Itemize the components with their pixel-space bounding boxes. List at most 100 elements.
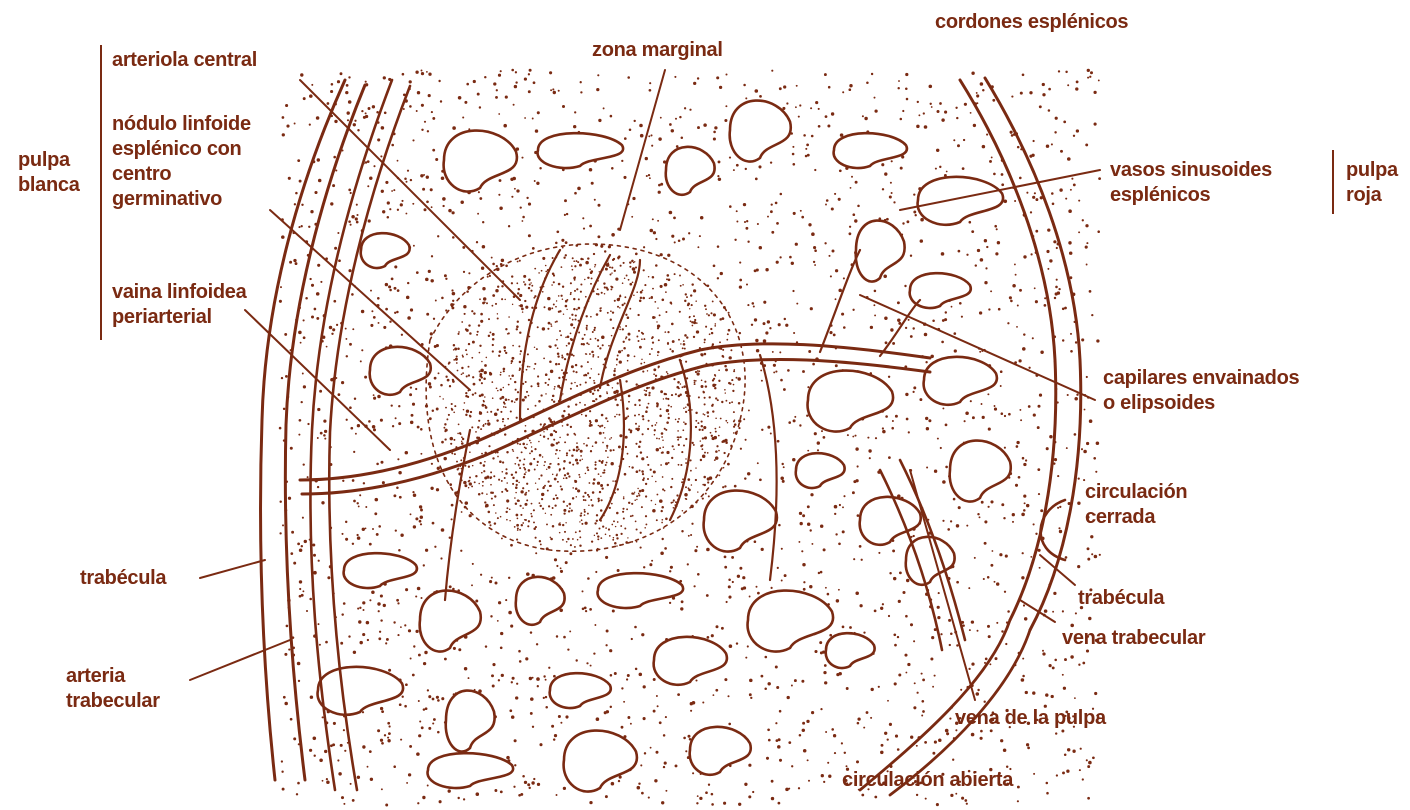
stipple-dot	[754, 318, 757, 321]
nodule-stipple-dot	[635, 521, 637, 523]
stipple-dot	[650, 747, 652, 749]
nodule-stipple-dot	[519, 353, 521, 355]
nodule-stipple-dot	[625, 325, 627, 327]
nodule-stipple-dot	[610, 310, 612, 312]
stipple-dot	[524, 78, 527, 81]
nodule-stipple-dot	[517, 321, 519, 323]
nodule-stipple-dot	[581, 414, 583, 416]
stipple-dot	[819, 641, 822, 644]
nodule-stipple-dot	[594, 264, 596, 266]
stipple-dot	[585, 261, 589, 265]
arteriole-branch	[600, 260, 640, 388]
stipple-dot	[560, 722, 562, 724]
stipple-dot	[708, 784, 710, 786]
stipple-dot	[827, 125, 830, 128]
stipple-dot	[385, 642, 387, 644]
nodule-stipple-dot	[715, 431, 717, 433]
stipple-dot	[337, 759, 339, 761]
stipple-dot	[1001, 412, 1004, 415]
stipple-dot	[717, 277, 719, 279]
stipple-dot	[938, 592, 940, 594]
stipple-dot	[839, 169, 842, 172]
stipple-dot	[322, 780, 324, 782]
stipple-dot	[530, 697, 534, 701]
stipple-dot	[956, 581, 959, 584]
nodule-stipple-dot	[701, 429, 703, 431]
stipple-dot	[558, 715, 561, 718]
nodule-stipple-dot	[570, 544, 572, 546]
stipple-dot	[800, 210, 802, 212]
lymphoid-nodule-outline	[426, 244, 745, 551]
nodule-stipple-dot	[453, 349, 454, 350]
stipple-dot	[291, 531, 294, 534]
nodule-stipple-dot	[502, 418, 504, 420]
stipple-dot	[1058, 527, 1060, 529]
nodule-stipple-dot	[584, 404, 586, 406]
stipple-dot	[381, 788, 383, 790]
stipple-dot	[842, 530, 845, 533]
stipple-dot	[421, 104, 424, 107]
nodule-stipple-dot	[603, 364, 605, 366]
stipple-dot	[1071, 178, 1073, 180]
stipple-dot	[811, 232, 815, 236]
nodule-stipple-dot	[566, 345, 568, 347]
stipple-dot	[867, 437, 869, 439]
stipple-dot	[855, 591, 859, 595]
nodule-stipple-dot	[533, 509, 535, 511]
nodule-stipple-dot	[623, 498, 625, 500]
nodule-stipple-dot	[515, 389, 517, 391]
stipple-dot	[778, 802, 781, 805]
leader-line	[190, 640, 290, 680]
stipple-dot	[465, 501, 468, 504]
sinusoid	[654, 637, 727, 685]
stipple-dot	[836, 599, 839, 602]
stipple-dot	[765, 268, 768, 271]
stipple-dot	[574, 111, 576, 113]
stipple-dot	[1016, 441, 1019, 444]
stipple-dot	[633, 271, 636, 274]
stipple-dot	[683, 737, 686, 740]
sinusoid	[370, 347, 431, 395]
stipple-dot	[528, 234, 531, 237]
stipple-dot	[1019, 359, 1022, 362]
nodule-stipple-dot	[610, 288, 612, 290]
stipple-dot	[767, 426, 770, 429]
nodule-stipple-dot	[577, 261, 579, 263]
stipple-dot	[358, 620, 361, 623]
nodule-stipple-dot	[702, 498, 704, 500]
stipple-dot	[423, 174, 425, 176]
nodule-stipple-dot	[726, 339, 728, 341]
stipple-dot	[495, 582, 498, 585]
nodule-stipple-dot	[691, 321, 693, 323]
nodule-stipple-dot	[529, 440, 531, 442]
stipple-dot	[820, 571, 823, 574]
nodule-stipple-dot	[594, 389, 596, 391]
stipple-dot	[452, 126, 456, 130]
stipple-dot	[415, 630, 418, 633]
nodule-stipple-dot	[566, 353, 569, 356]
stipple-dot	[565, 561, 568, 564]
nodule-stipple-dot	[725, 420, 727, 422]
nodule-stipple-dot	[629, 261, 631, 263]
stipple-dot	[401, 334, 403, 336]
stipple-dot	[440, 100, 442, 102]
stipple-dot	[1070, 655, 1073, 658]
nodule-stipple-dot	[666, 371, 668, 373]
stipple-dot	[310, 210, 313, 213]
stipple-dot	[1015, 274, 1017, 276]
stipple-dot	[447, 379, 450, 382]
stipple-dot	[587, 257, 589, 259]
stipple-dot	[1065, 556, 1068, 559]
stipple-dot	[384, 111, 387, 114]
nodule-stipple-dot	[594, 327, 596, 329]
stipple-dot	[554, 558, 557, 561]
stipple-dot	[890, 328, 893, 331]
nodule-stipple-dot	[481, 492, 483, 494]
nodule-stipple-dot	[513, 450, 515, 452]
sinusoid	[834, 133, 907, 168]
stipple-dot	[603, 469, 605, 471]
stipple-dot	[900, 167, 903, 170]
nodule-stipple-dot	[519, 467, 521, 469]
stipple-dot	[353, 123, 356, 126]
stipple-dot	[866, 711, 869, 714]
